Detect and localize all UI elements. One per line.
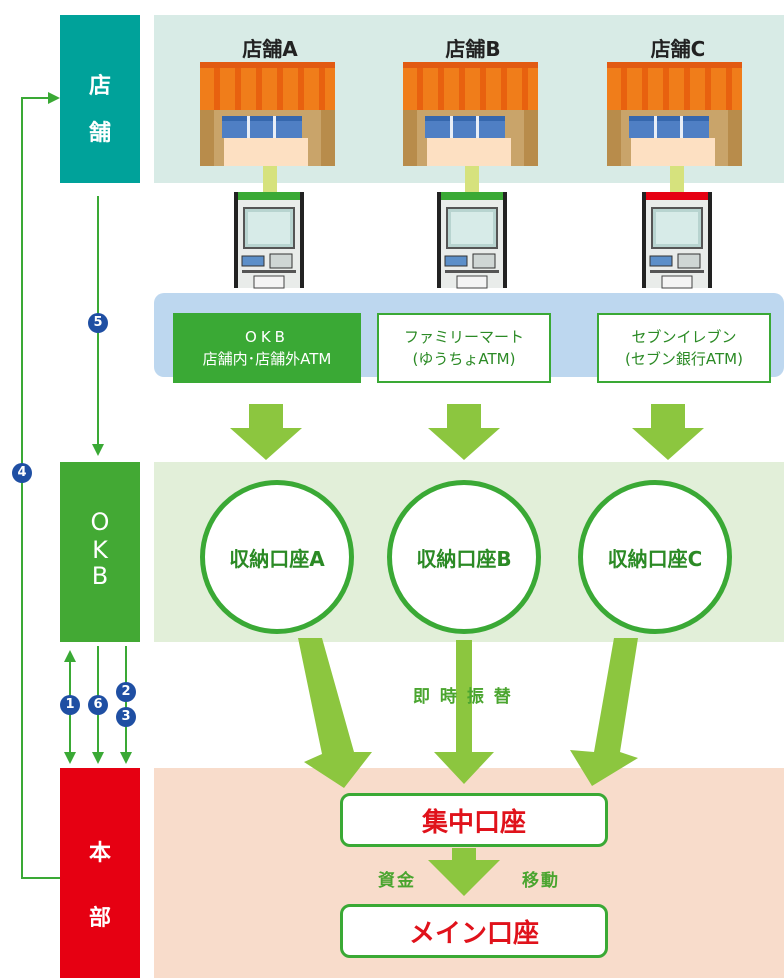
location-seven-eleven-line2: (セブン銀行ATM) <box>625 350 743 368</box>
step-4-badge: 4 <box>12 463 32 483</box>
step-6-badge: 6 <box>88 695 108 715</box>
collection-account-b-label: 収納口座B <box>416 546 512 571</box>
okb-sidebar-char-3: B <box>91 562 109 590</box>
collection-account-a-label: 収納口座A <box>229 546 325 571</box>
concentration-account: 集中口座 <box>340 793 608 847</box>
step-2-badge: 2 <box>116 682 136 702</box>
okb-sidebar-char-2: K <box>92 536 108 564</box>
step-3-badge: 3 <box>116 707 136 727</box>
hq-sidebar: 本 部 <box>60 768 140 978</box>
hq-sidebar-char-1: 本 <box>88 841 111 866</box>
location-okb-line1: OKB <box>245 328 289 346</box>
collection-account-b: 収納口座B <box>387 480 541 634</box>
store-a-label: 店舗A <box>242 37 298 61</box>
location-okb: OKB 店舗内･店舗外ATM <box>173 313 361 383</box>
main-account: メイン口座 <box>340 904 608 958</box>
location-okb-line2: 店舗内･店舗外ATM <box>202 350 332 368</box>
instant-transfer-label: 即 時 振 替 <box>413 687 513 707</box>
collection-account-a: 収納口座A <box>200 480 354 634</box>
collection-account-c: 収納口座C <box>578 480 732 634</box>
fund-move-left: 資金 <box>378 871 416 891</box>
store-sidebar: 店 舗 <box>60 15 140 183</box>
hq-sidebar-char-2: 部 <box>88 906 111 931</box>
collection-account-c-label: 収納口座C <box>607 546 703 571</box>
step-1-badge: 1 <box>60 695 80 715</box>
location-familymart-line1: ファミリーマート <box>403 328 524 346</box>
store-b-label: 店舗B <box>445 37 501 61</box>
store-sidebar-char-1: 店 <box>88 74 111 99</box>
store-c-label: 店舗C <box>650 37 706 61</box>
okb-sidebar-char-1: O <box>90 508 110 536</box>
location-seven-eleven: セブンイレブン (セブン銀行ATM) <box>597 313 771 383</box>
store-sidebar-char-2: 舗 <box>88 121 111 146</box>
concentration-account-label: 集中口座 <box>421 807 526 838</box>
okb-sidebar: O K B <box>60 462 140 642</box>
location-familymart-line2: (ゆうちょATM) <box>412 350 516 368</box>
step-5-badge: 5 <box>88 313 108 333</box>
main-account-label: メイン口座 <box>408 918 539 949</box>
fund-move-right: 移動 <box>522 871 560 891</box>
location-familymart: ファミリーマート (ゆうちょATM) <box>377 313 551 383</box>
location-seven-eleven-line1: セブンイレブン <box>631 328 737 346</box>
